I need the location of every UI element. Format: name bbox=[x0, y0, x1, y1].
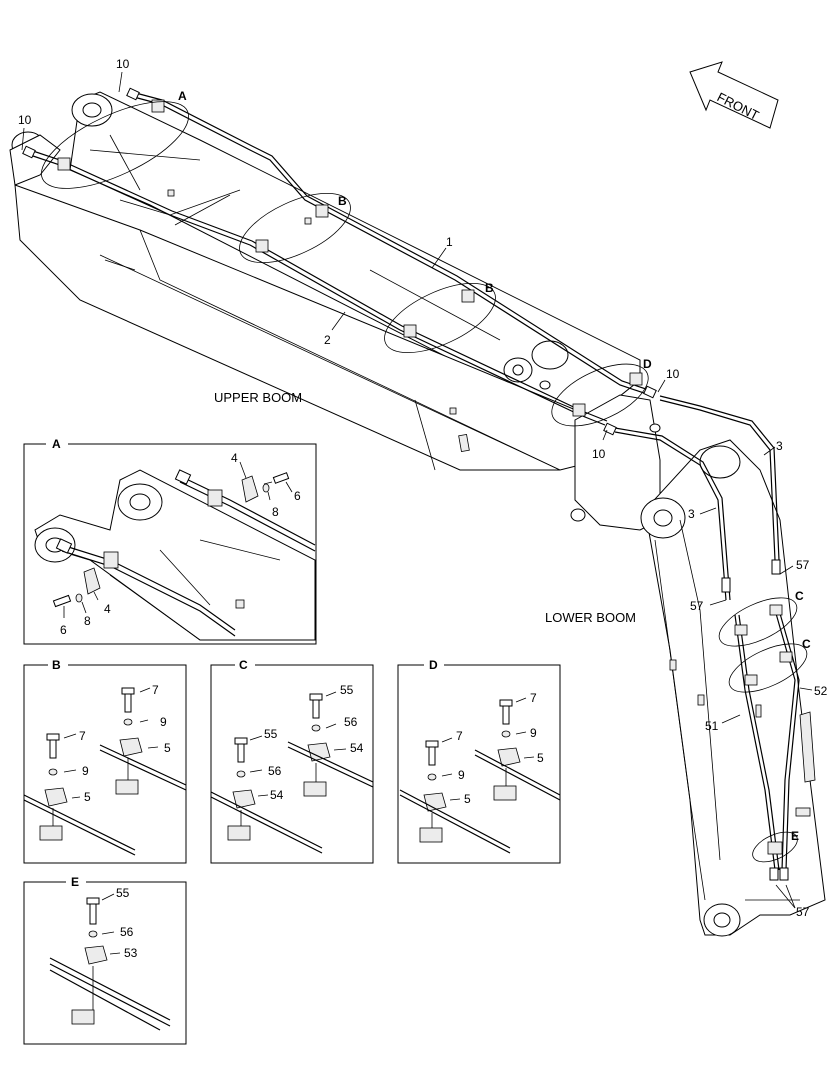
detail-D-part-9-lower: 9 bbox=[458, 768, 465, 782]
part-51-label: 51 bbox=[705, 719, 719, 733]
upper-boom-body bbox=[9, 91, 661, 531]
callout-B-second: B bbox=[485, 281, 494, 295]
detail-E-part-53: 53 bbox=[124, 946, 138, 960]
detail-A-panel: A 4 6 8 4 bbox=[23, 436, 317, 645]
detail-A-part-8-lower: 8 bbox=[84, 614, 91, 628]
detail-E-part-55: 55 bbox=[116, 886, 130, 900]
part-57-label-left: 57 bbox=[690, 599, 704, 613]
callout-D: D bbox=[643, 357, 652, 371]
part-52-label: 52 bbox=[814, 684, 828, 698]
front-arrow: FRONT bbox=[689, 61, 779, 129]
upper-boom-label: UPPER BOOM bbox=[214, 390, 302, 405]
detail-C-part-55-lower: 55 bbox=[264, 727, 278, 741]
detail-C-panel: C 55 56 54 55 56 54 bbox=[210, 657, 374, 864]
detail-A-part-6-upper: 6 bbox=[294, 489, 301, 503]
detail-D-title: D bbox=[429, 658, 438, 672]
detail-C-part-56-upper: 56 bbox=[344, 715, 358, 729]
part-3-label-outer: 3 bbox=[776, 439, 783, 453]
detail-D-part-7-upper: 7 bbox=[530, 691, 537, 705]
part-1-label: 1 bbox=[446, 235, 453, 249]
detail-A-part-6-lower: 6 bbox=[60, 623, 67, 637]
detail-D-part-5-upper: 5 bbox=[537, 751, 544, 765]
detail-D-part-7-lower: 7 bbox=[456, 729, 463, 743]
callout-B-first: B bbox=[338, 194, 347, 208]
detail-B-part-9-lower: 9 bbox=[82, 764, 89, 778]
detail-A-title: A bbox=[52, 437, 61, 451]
detail-B-part-7-upper: 7 bbox=[152, 683, 159, 697]
detail-C-part-56-lower: 56 bbox=[268, 764, 282, 778]
part-10-label-top: 10 bbox=[116, 57, 130, 71]
detail-E-title: E bbox=[71, 875, 79, 889]
lower-boom-body bbox=[640, 439, 826, 937]
detail-B-part-7-lower: 7 bbox=[79, 729, 86, 743]
detail-C-part-54-lower: 54 bbox=[270, 788, 284, 802]
part-57-label-bottom: 57 bbox=[796, 905, 810, 919]
detail-B-panel: B 7 9 5 7 9 5 bbox=[23, 657, 187, 864]
callout-C-first: C bbox=[795, 589, 804, 603]
detail-C-part-55-upper: 55 bbox=[340, 683, 354, 697]
detail-B-title: B bbox=[52, 658, 61, 672]
detail-E-part-56: 56 bbox=[120, 925, 134, 939]
main-labels: UPPER BOOM LOWER BOOM 1 2 3 3 10 10 10 1… bbox=[18, 57, 828, 919]
detail-E-panel: E 55 56 53 bbox=[23, 874, 187, 1045]
detail-C-part-54-upper: 54 bbox=[350, 741, 364, 755]
detail-D-part-5-lower: 5 bbox=[464, 792, 471, 806]
callout-C-second: C bbox=[802, 637, 811, 651]
detail-A-part-8-upper: 8 bbox=[272, 505, 279, 519]
part-2-label: 2 bbox=[324, 333, 331, 347]
detail-A-part-4-upper: 4 bbox=[231, 451, 238, 465]
detail-A-part-4-lower: 4 bbox=[104, 602, 111, 616]
part-10-label-lower: 10 bbox=[592, 447, 606, 461]
part-10-label-right: 10 bbox=[666, 367, 680, 381]
callout-A: A bbox=[178, 89, 187, 103]
callout-ellipses bbox=[40, 101, 808, 863]
detail-B-part-9-upper: 9 bbox=[160, 715, 167, 729]
detail-D-part-9-upper: 9 bbox=[530, 726, 537, 740]
detail-C-title: C bbox=[239, 658, 248, 672]
detail-B-part-5-upper: 5 bbox=[164, 741, 171, 755]
part-10-label-left: 10 bbox=[18, 113, 32, 127]
callout-E: E bbox=[791, 829, 799, 843]
detail-B-part-5-lower: 5 bbox=[84, 790, 91, 804]
boom-clamps bbox=[57, 99, 793, 855]
detail-D-panel: D 7 9 5 7 9 5 bbox=[397, 657, 561, 864]
lower-boom-label: LOWER BOOM bbox=[545, 610, 636, 625]
part-3-label-inner: 3 bbox=[688, 507, 695, 521]
part-57-label-right: 57 bbox=[796, 558, 810, 572]
